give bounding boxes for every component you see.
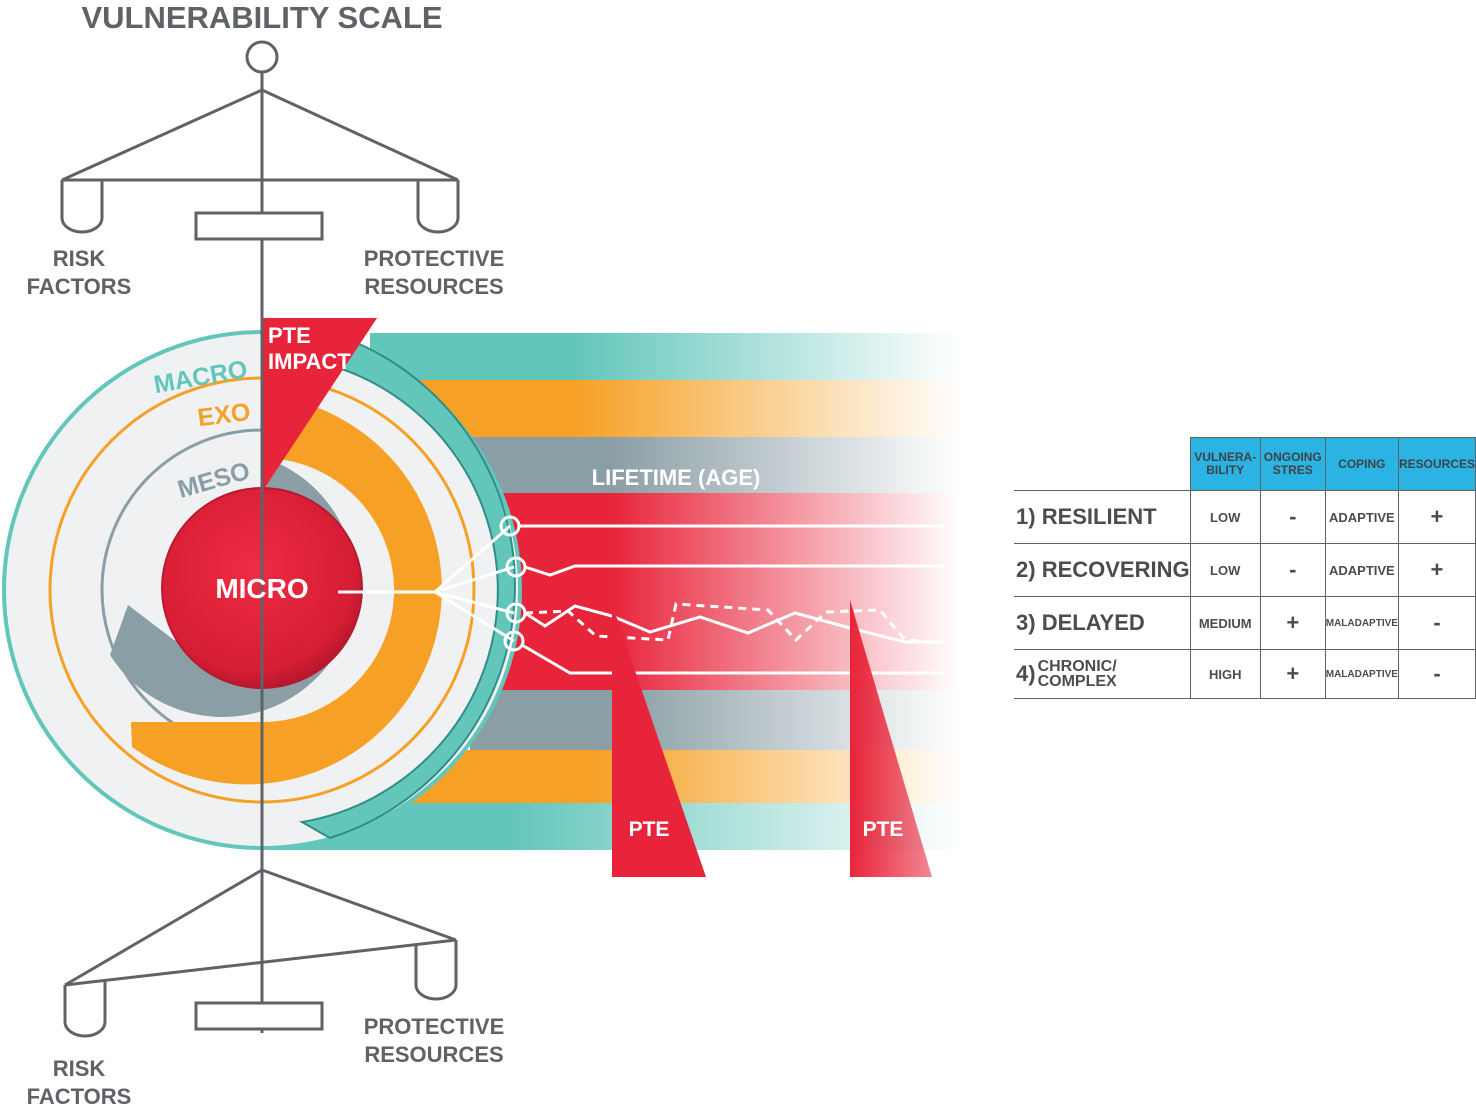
bottom-risk-label-2: FACTORS [27, 1084, 132, 1109]
chronic-node-icon [503, 630, 525, 652]
protective-weight-icon-bottom [414, 940, 458, 1001]
pathway-name: 2) RECOVERING [1014, 543, 1191, 597]
pte-marker-2-label: PTE [863, 818, 904, 841]
table-row-delayed: 3) DELAYED MEDIUM + MALADAPTIVE - [1014, 596, 1476, 650]
macro-arc [299, 338, 516, 840]
table-row-chronic: 4)CHRONIC/COMPLEX HIGH + MALADAPTIVE - [1014, 649, 1476, 699]
vulnerability-cell: LOW [1189, 543, 1261, 597]
delayed-trajectory-dashed [524, 602, 946, 644]
top-protective-label-2: RESOURCES [364, 274, 503, 299]
macro-band-top [370, 333, 960, 380]
table-corner [1014, 437, 1191, 491]
pathway-name: 3) DELAYED [1014, 596, 1191, 650]
bottom-vulnerability-scale [63, 868, 458, 1038]
vulnerability-cell: MEDIUM [1189, 596, 1261, 650]
delayed-trajectory [524, 604, 945, 644]
vulnerability-scale-title: VULNERABILITY SCALE [81, 0, 442, 35]
micro-band [495, 493, 960, 690]
pathway-name: 4)CHRONIC/COMPLEX [1014, 649, 1191, 699]
pte-impact-label-1: PTE [268, 323, 311, 348]
pte-marker-1-label: PTE [629, 818, 670, 841]
chronic-trajectory [521, 643, 945, 675]
pte-impact-label-2: IMPACT [268, 349, 351, 374]
resources-cell: - [1397, 649, 1476, 699]
top-protective-label-1: PROTECTIVE [364, 246, 505, 271]
bottom-protective-label-2: RESOURCES [364, 1042, 503, 1067]
stress-cell: - [1259, 490, 1326, 544]
coping-cell: MALADAPTIVE [1324, 596, 1399, 650]
top-risk-label-1: RISK [53, 246, 106, 271]
header-resources: RESOURCES [1397, 437, 1476, 491]
vulnerability-cell: LOW [1189, 490, 1261, 544]
scale-pivot-icon [245, 40, 279, 74]
pte-marker-1 [612, 604, 706, 877]
meso-band-top [460, 437, 960, 493]
top-risk-label-2: FACTORS [27, 274, 132, 299]
coping-cell: MALADAPTIVE [1324, 649, 1399, 699]
bottom-risk-label-1: RISK [53, 1056, 106, 1081]
scale-base-bottom [194, 1001, 324, 1031]
micro-label: MICRO [215, 573, 308, 604]
stress-cell: + [1259, 596, 1326, 650]
stress-cell: - [1259, 543, 1326, 597]
bottom-protective-label-1: PROTECTIVE [364, 1014, 505, 1039]
table-row-resilient: 1) RESILIENT LOW - ADAPTIVE + [1014, 490, 1476, 544]
exo-band-top [370, 380, 960, 437]
header-vulnerability: VULNERA-BILITY [1189, 437, 1261, 491]
lifetime-label: LIFETIME (AGE) [592, 465, 761, 490]
resources-cell: + [1397, 490, 1476, 544]
coping-cell: ADAPTIVE [1324, 490, 1399, 544]
protective-weight-icon [416, 180, 460, 234]
table-row-recovering: 2) RECOVERING LOW - ADAPTIVE + [1014, 543, 1476, 597]
vulnerability-cell: HIGH [1189, 649, 1261, 699]
pathway-name: 1) RESILIENT [1014, 490, 1191, 544]
pte-marker-2 [850, 600, 932, 877]
recovering-trajectory [524, 564, 945, 577]
resources-cell: + [1397, 543, 1476, 597]
header-coping: COPING [1324, 437, 1399, 491]
risk-weight-icon [60, 180, 104, 234]
trajectories [338, 515, 946, 675]
risk-weight-icon-bottom [63, 980, 107, 1038]
pte-impact-wedge [262, 318, 377, 492]
resources-cell: - [1397, 596, 1476, 650]
stress-cell: + [1259, 649, 1326, 699]
scale-base [194, 211, 324, 241]
coping-cell: ADAPTIVE [1324, 543, 1399, 597]
exo-arc [131, 395, 442, 785]
exo-label: EXO [196, 398, 252, 432]
top-vulnerability-scale [60, 40, 460, 241]
